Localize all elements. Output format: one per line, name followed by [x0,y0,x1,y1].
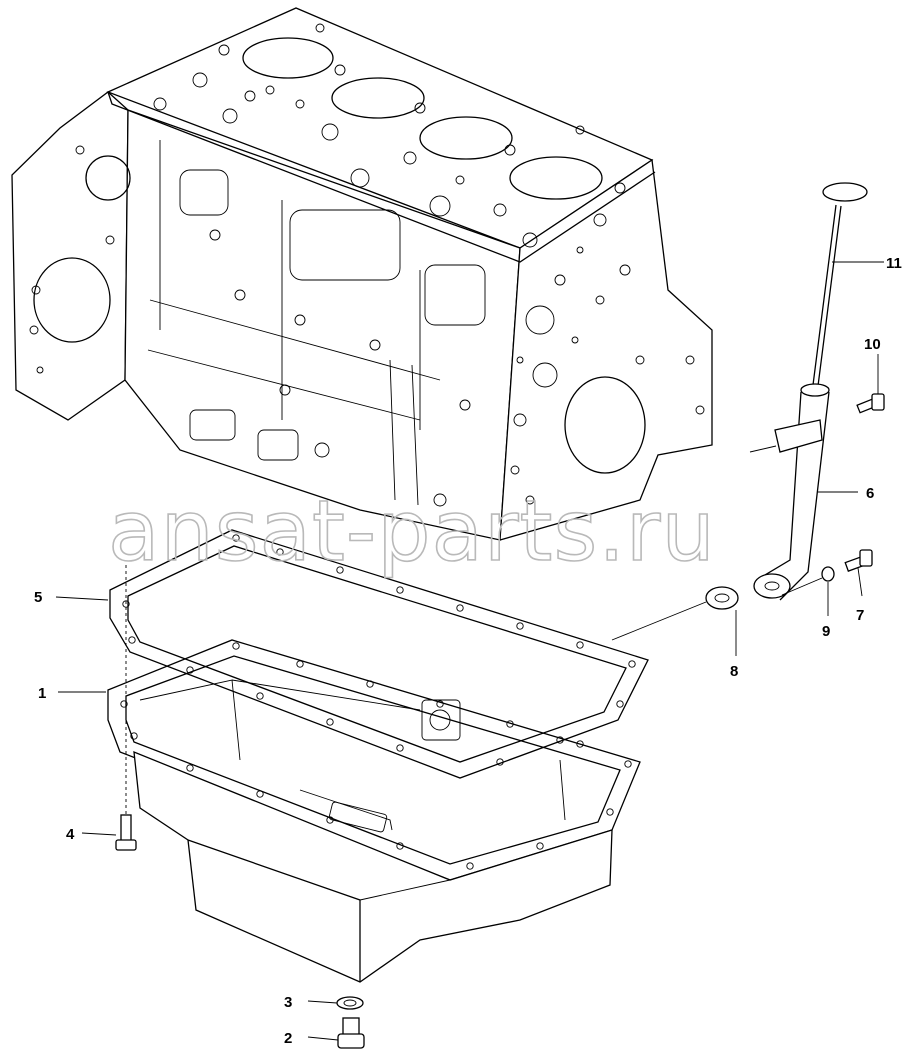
callout-2: 2 [284,1030,292,1047]
watermark: ansat-parts.ru [108,482,716,580]
callout-11: 11 [886,255,902,272]
pan-bolt [115,565,137,851]
callout-1: 1 [38,685,46,702]
callout-3: 3 [284,994,292,1011]
callout-5: 5 [34,589,42,606]
callout-labels: 1 2 3 4 5 6 7 8 9 10 11 [34,255,902,1047]
dipstick-guide-tube [749,383,830,601]
oil-pan-gasket [109,529,649,779]
leader-lines [55,261,884,1041]
callout-4: 4 [66,826,75,843]
drain-plug [337,1017,365,1049]
drain-plug-washer [336,996,364,1010]
dipstick [812,182,868,387]
tube-gasket [611,586,739,641]
callout-10: 10 [864,336,881,353]
engine-block [11,7,713,541]
oil-pan [107,639,641,983]
tube-bolt [844,549,873,572]
callout-7: 7 [856,607,864,624]
callout-9: 9 [822,623,830,640]
callout-6: 6 [866,485,874,502]
bracket-bolt [856,393,885,414]
tube-bolt-washer [781,566,835,596]
callout-8: 8 [730,663,738,680]
